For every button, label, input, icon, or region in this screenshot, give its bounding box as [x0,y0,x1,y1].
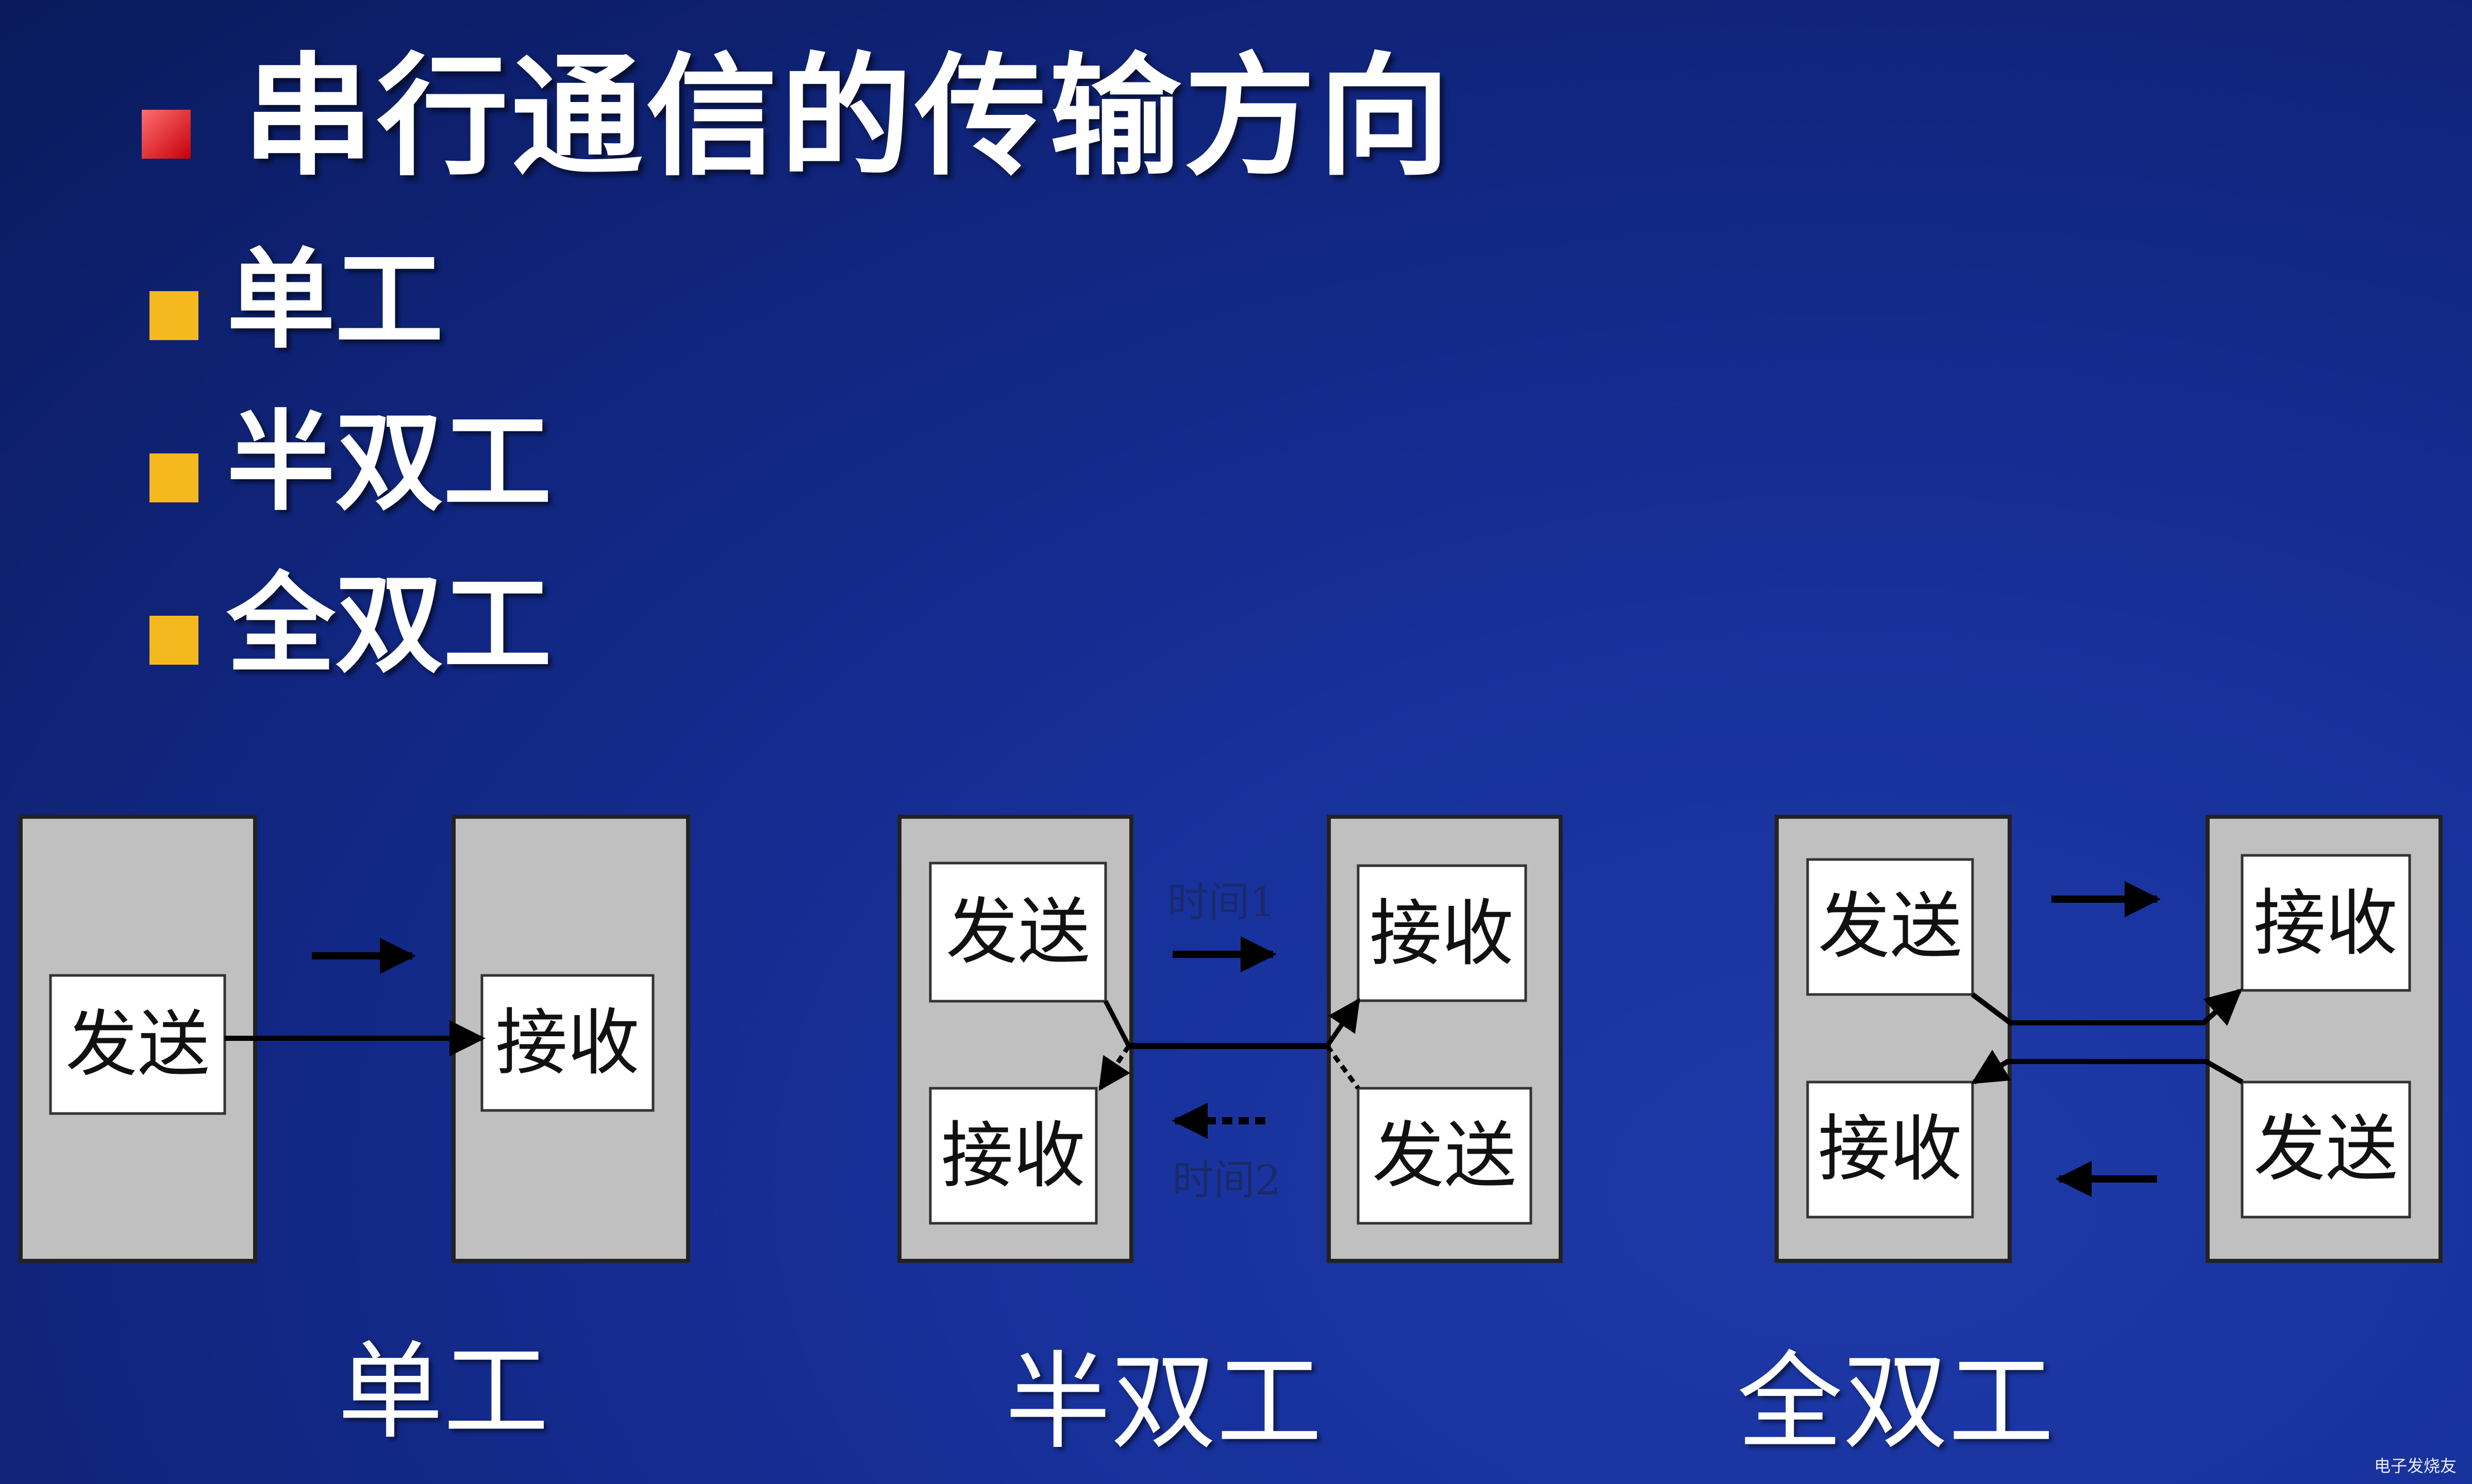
full-duplex-diagram: 发送 接收 接收 发送 [1775,815,2443,1263]
bullet-icon [149,291,198,340]
time2-label: 时间2 [1173,1156,1281,1204]
receive-label: 接收 [2253,882,2398,966]
caption-full-duplex: 全双工 [1737,1341,2054,1464]
receive-box [1806,1081,1974,1219]
send-box [929,862,1107,1003]
switch-left-dashed [1098,1044,1131,1091]
receive-label: 接收 [1369,892,1514,976]
receive-box [929,1087,1098,1225]
forward-line [1970,988,2243,1026]
send-box [2241,1081,2411,1219]
receive-label: 接收 [1818,1107,1962,1191]
switch-left [1104,1000,1131,1048]
receive-box [2241,854,2411,992]
bullet-simplex: 单工 [227,237,444,363]
receive-label: 接收 [941,1114,1085,1198]
switch-right-dashed [1325,1044,1360,1090]
send-label: 发送 [1818,885,1962,969]
receive-box [480,974,655,1112]
bullet-icon [149,616,198,665]
send-label: 发送 [2253,1107,2398,1191]
receive-box [1357,864,1527,1002]
caption-simplex: 单工 [338,1331,549,1454]
send-label: 发送 [65,1003,210,1087]
receive-label: 接收 [495,1001,640,1085]
slide-title: 串行通信的传输方向 [242,41,1454,194]
send-label: 发送 [1372,1114,1516,1198]
watermark: 电子发烧友 [2374,1456,2457,1476]
send-box [1806,858,1974,996]
caption-half-duplex: 半双工 [1005,1341,1322,1464]
switch-right [1325,998,1360,1048]
half-duplex-diagram: 发送 接收 接收 发送 时间1 时间2 [897,815,1563,1263]
title-bullet-icon [142,110,191,159]
time1-label: 时间1 [1167,878,1276,926]
simplex-diagram: 发送 接收 [19,815,690,1263]
bullet-half-duplex: 半双工 [227,399,552,526]
send-label: 发送 [946,890,1090,974]
bullet-full-duplex: 全双工 [227,562,552,688]
bullet-icon [149,453,198,502]
send-box [1357,1087,1532,1225]
return-line [1971,1050,2244,1085]
send-box [49,974,226,1115]
